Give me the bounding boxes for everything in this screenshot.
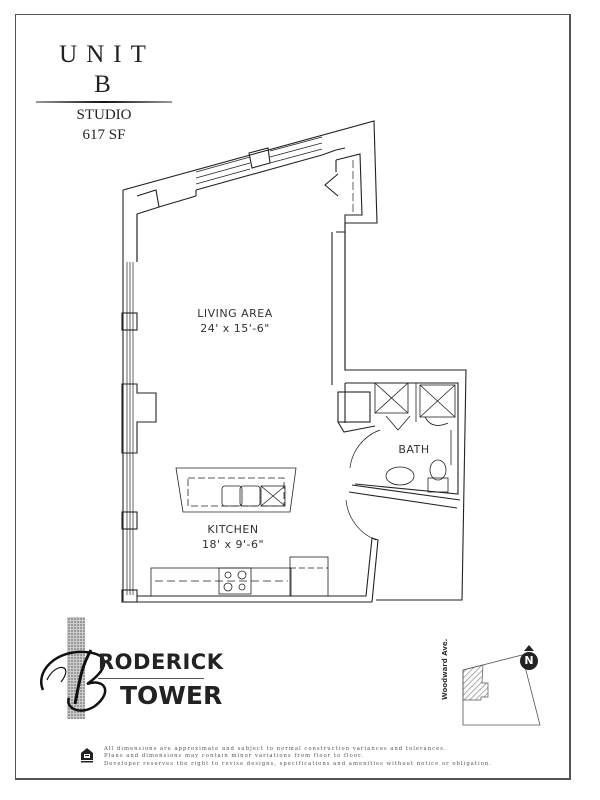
room-name: KITCHEN	[207, 523, 259, 536]
room-dimensions: 18' x 9'-6"	[201, 538, 265, 551]
shower-a	[374, 382, 409, 414]
site-keymap	[462, 654, 541, 726]
room-bath: BATH	[390, 442, 438, 457]
exterior-walls	[121, 120, 467, 603]
toilet	[429, 459, 447, 481]
room-name: BATH	[398, 443, 430, 456]
room-dimensions: 24' x 15'-6"	[200, 322, 270, 335]
room-name: LIVING AREA	[197, 307, 273, 320]
tower-icon	[67, 617, 85, 719]
unit-size: 617 SF	[82, 127, 126, 143]
disclaimer-line: Plans and dimensions may contain minor v…	[104, 753, 364, 760]
disclaimer: All dimensions are approximate and subje…	[104, 746, 492, 768]
logo-word-tower: TOWER	[120, 681, 223, 710]
page-frame	[15, 14, 571, 780]
unit-type: STUDIO	[76, 107, 132, 123]
equal-housing-opportunity-icon	[81, 748, 93, 763]
kitchen-island	[175, 467, 297, 513]
vanity-sink	[385, 466, 415, 486]
title-block: UNIT B STUDIO 617 SF	[36, 40, 172, 145]
window-left	[126, 262, 134, 595]
linen-closet	[337, 391, 371, 423]
north-icon: N	[520, 652, 538, 670]
bath-fixtures	[374, 382, 456, 493]
north-arrow-icon	[524, 645, 534, 651]
sink-bowl-2	[239, 485, 261, 507]
room-living-area: LIVING AREA 24' x 15'-6"	[180, 306, 290, 336]
street-label: Woodward Ave.	[441, 638, 449, 700]
bath-door-swing	[349, 429, 381, 469]
pier	[248, 147, 271, 169]
building-footprint	[462, 664, 489, 701]
logo-rule	[98, 678, 204, 679]
shower-b	[419, 384, 456, 418]
closet	[324, 153, 363, 233]
cooktop	[218, 567, 252, 595]
logo-word-broderick: RODERICK	[98, 650, 224, 674]
disclaimer-line: Developer reserves the right to revise d…	[104, 760, 492, 767]
disclaimer-line: All dimensions are approximate and subje…	[104, 746, 447, 752]
title-rule	[36, 101, 172, 103]
kitchen-counter	[150, 556, 329, 597]
dishwasher	[260, 485, 286, 507]
broderick-tower-logo	[40, 617, 107, 719]
room-kitchen: KITCHEN 18' x 9'-6"	[178, 522, 288, 552]
sink-bowl-1	[221, 485, 243, 507]
unit-title: UNIT B	[59, 41, 155, 98]
window-top	[195, 136, 323, 185]
entry-door-swing	[345, 499, 377, 541]
refrigerator	[289, 556, 329, 597]
